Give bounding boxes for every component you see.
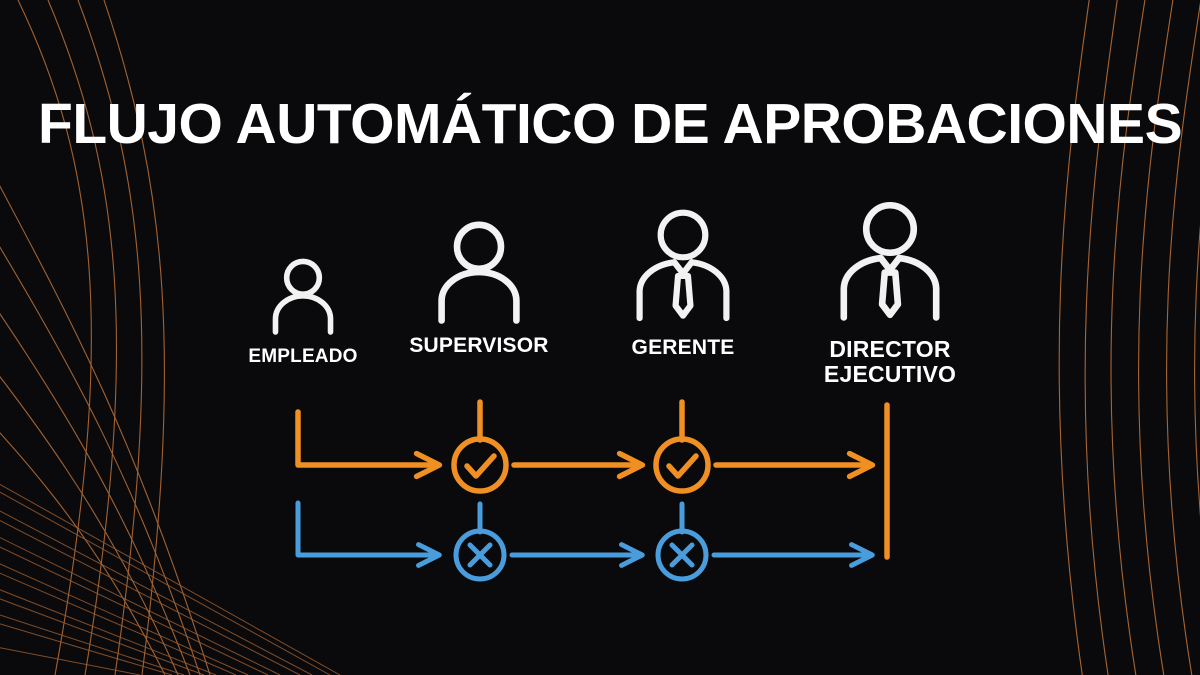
check-icon [666,453,699,479]
arrow-empleado-to-supervisor-approve [295,409,443,480]
node-supervisor-approved[interactable] [451,436,509,494]
role-node-empleado[interactable]: EMPLEADO [232,252,374,368]
person-tie-icon [636,209,730,322]
role-label-gerente: GERENTE [631,336,735,359]
node-gerente-approved[interactable] [653,436,711,494]
role-label-supervisor: SUPERVISOR [409,334,549,357]
page-title: FLUJO AUTOMÁTICO DE APROBACIONES [38,92,1183,156]
role-node-director[interactable]: DIRECTOR EJECUTIVO [800,196,980,387]
role-label-director: DIRECTOR EJECUTIVO [823,336,957,387]
check-icon [464,453,497,479]
role-node-supervisor[interactable]: SUPERVISOR [404,216,554,358]
person-tie-icon [840,201,940,321]
person-icon [272,258,334,335]
cross-icon [669,542,695,568]
arrow-empleado-to-supervisor-reject [295,500,442,568]
role-label-empleado: EMPLEADO [248,346,358,367]
node-supervisor-rejected[interactable] [453,528,507,582]
cross-icon [467,542,493,568]
role-node-gerente[interactable]: GERENTE [612,204,754,360]
approve-path-group [295,399,876,494]
node-gerente-rejected[interactable] [655,528,709,582]
person-icon [438,221,520,324]
reject-path-group [295,500,875,582]
